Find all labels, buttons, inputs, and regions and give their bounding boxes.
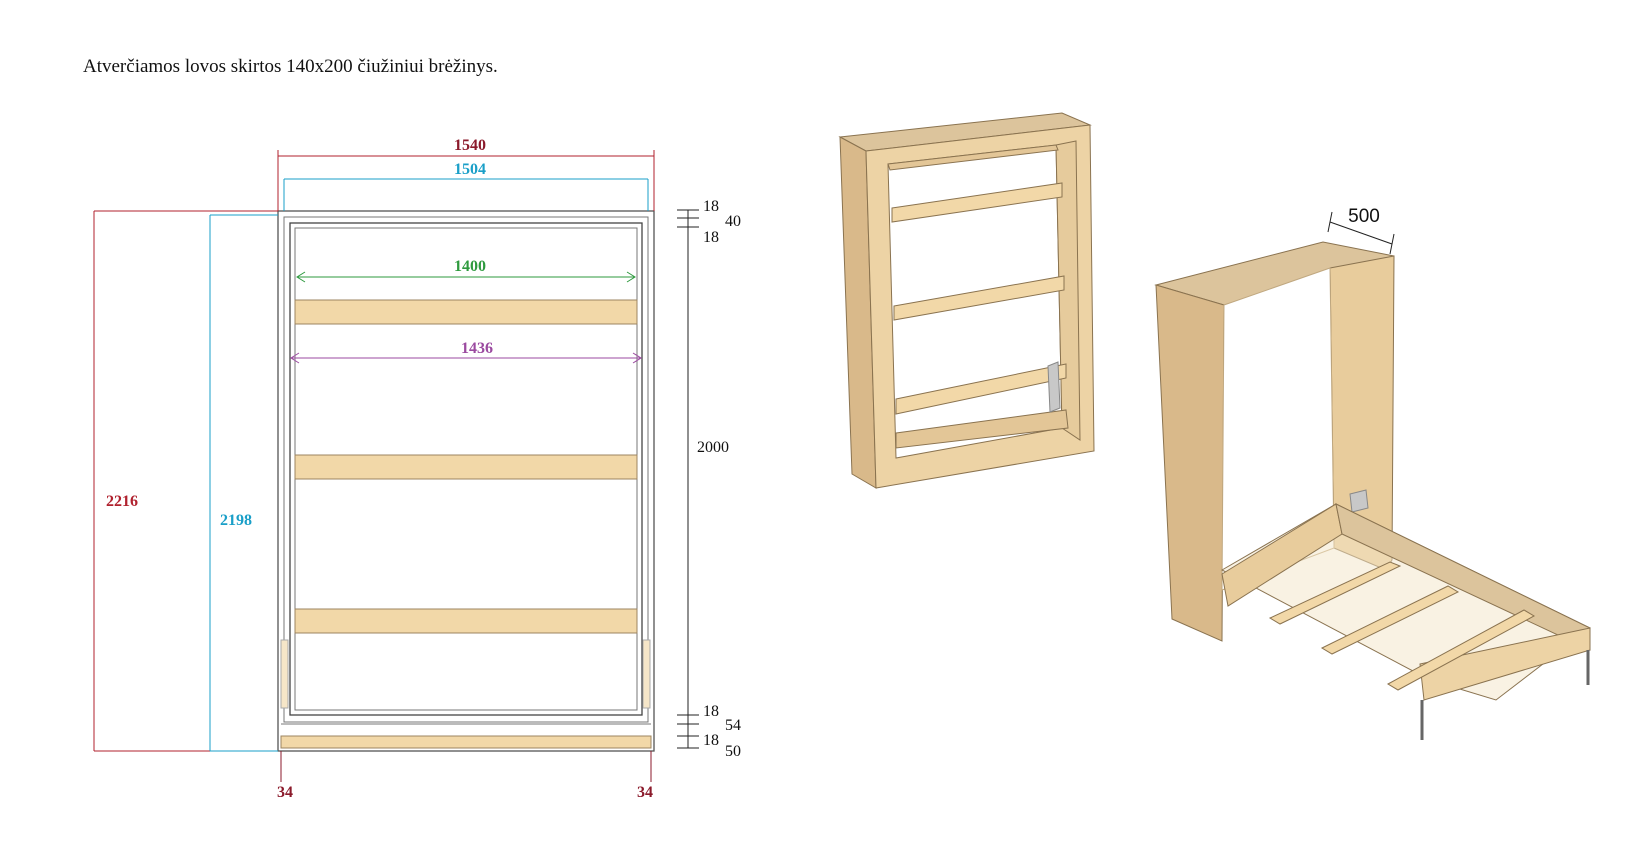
- iso-open-bed: [1154, 211, 1591, 740]
- bed-frame-outline: [289, 222, 643, 716]
- plinth-strip: [280, 735, 652, 749]
- slat: [1268, 561, 1402, 625]
- dim-bottom-50: 50: [725, 743, 741, 760]
- dim-bottom-18a: 18: [703, 703, 719, 720]
- dim-top-40: 40: [725, 213, 741, 230]
- front-view: 1540 1504 1400 1436 2216 2198 34 34: [93, 137, 741, 801]
- dim-mattress-length: 2000: [697, 439, 729, 456]
- slat: [294, 454, 638, 480]
- dim-overall-width: 1540: [454, 137, 486, 154]
- drawing-title: Atverčiamos lovos skirtos 140x200 čiužin…: [83, 56, 498, 77]
- hinge-box: [280, 639, 289, 709]
- hinge-box: [642, 639, 651, 709]
- slat: [1386, 609, 1536, 691]
- dim-depth: 500: [1348, 206, 1380, 227]
- cabinet-inner-bottom: [895, 409, 1069, 449]
- slat: [294, 608, 638, 634]
- cabinet-inner-outline: [283, 216, 649, 723]
- dim-bottom-18b: 18: [703, 732, 719, 749]
- slat: [1320, 585, 1460, 655]
- cabinet-side: [1155, 284, 1225, 642]
- slat: [891, 182, 1063, 223]
- dim-overall-height: 2216: [106, 493, 138, 510]
- slat: [895, 363, 1067, 415]
- hinge-mechanism: [1349, 489, 1369, 513]
- dim-frame-width: 1400: [454, 258, 486, 275]
- cabinet-inner-top: [887, 144, 1059, 171]
- dim-slat-length: 1436: [461, 340, 493, 357]
- dim-arrow: [626, 271, 636, 283]
- hinge-mechanism: [1047, 361, 1061, 413]
- dim-arrow: [290, 352, 300, 364]
- dim-arrow: [296, 271, 306, 283]
- dim-side-offset-right: 34: [637, 784, 653, 801]
- dim-inner-height: 2198: [220, 512, 252, 529]
- dim-tick: [1389, 233, 1395, 255]
- bed-foot-rail: [1419, 627, 1591, 701]
- dim-bottom-54: 54: [725, 717, 741, 734]
- slat: [893, 275, 1065, 321]
- cabinet-outline: [277, 210, 655, 752]
- dim-arrow: [632, 352, 642, 364]
- dim-top-18a: 18: [703, 198, 719, 215]
- iso-closed-cabinet: [838, 112, 1095, 489]
- slat: [294, 299, 638, 325]
- dim-tick: [1327, 211, 1333, 233]
- dim-top-18b: 18: [703, 229, 719, 246]
- dim-side-offset-left: 34: [277, 784, 293, 801]
- dim-inner-width: 1504: [454, 161, 486, 178]
- dim-line: [1329, 221, 1393, 245]
